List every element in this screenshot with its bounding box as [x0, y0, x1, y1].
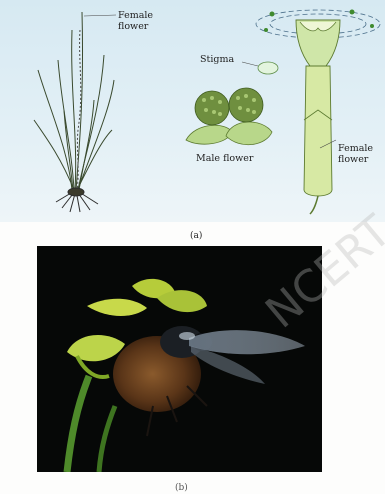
panel-a-caption: (a): [190, 231, 202, 242]
panel-a-illustration: [0, 0, 385, 222]
vallisneria-plant-drawing: [34, 12, 114, 190]
female-flower-pointer: [84, 15, 116, 16]
bee-orchid-illustration: [37, 246, 322, 472]
female-flower-drawing: [256, 10, 380, 215]
male-flower-label: Male flower: [196, 153, 253, 164]
female-flower-label-right: Female flower: [338, 143, 383, 165]
stigma-label: Stigma: [200, 54, 234, 65]
stigma-inset: [242, 62, 278, 74]
orchid-stem: [67, 376, 89, 472]
plant-roots: [56, 188, 98, 212]
orchid-petal-upper: [87, 299, 147, 316]
female-flower-label: Female flower: [118, 10, 178, 32]
male-flowers-drawing: [186, 88, 272, 145]
bee-orchid-photo: [37, 246, 322, 472]
panel-b-caption: (b): [175, 483, 188, 494]
